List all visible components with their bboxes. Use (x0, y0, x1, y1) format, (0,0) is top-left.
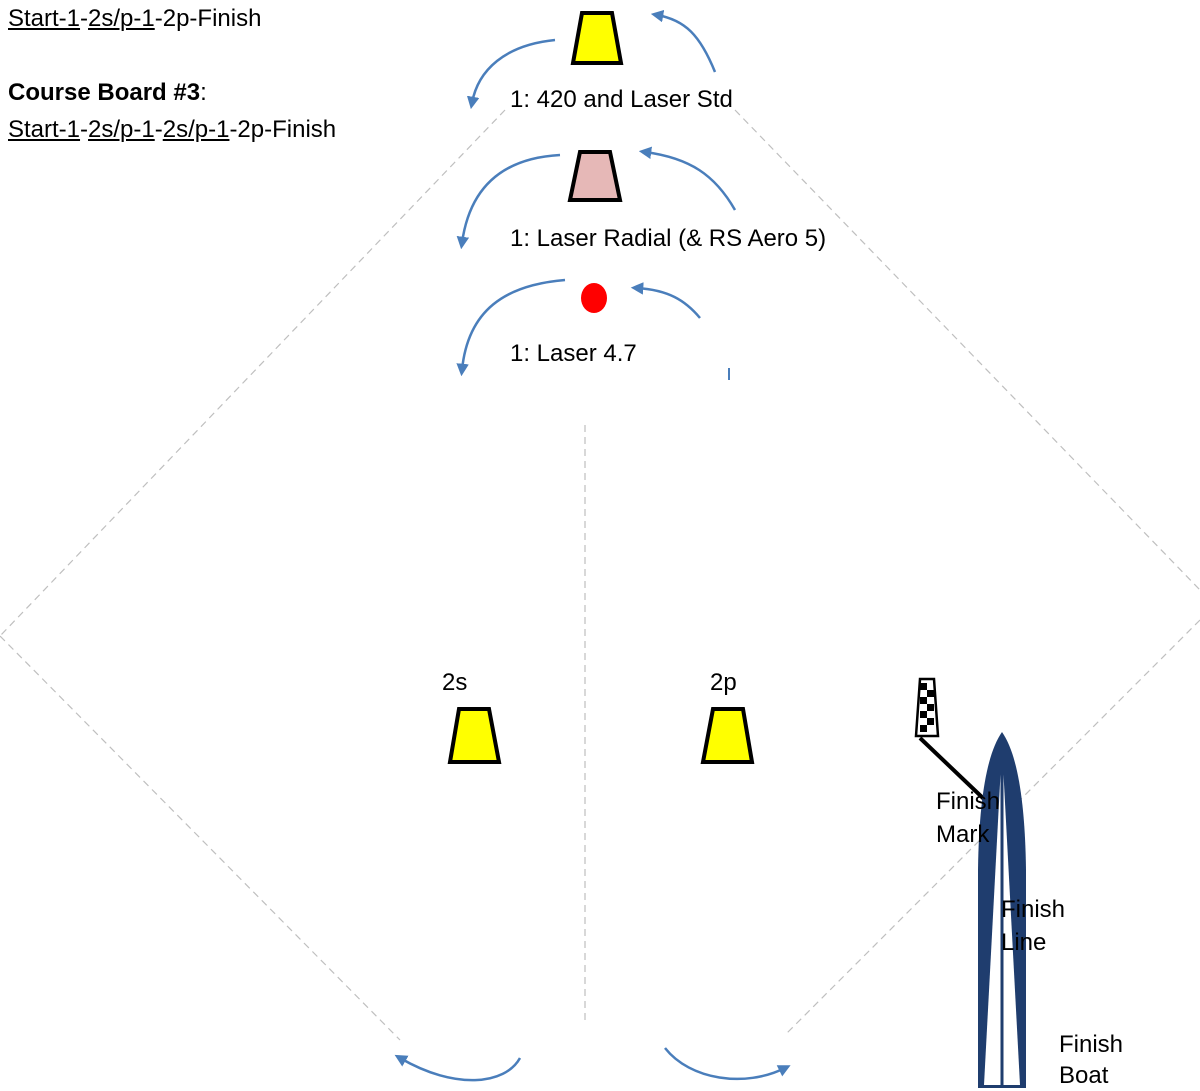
label-mark-middle: 1: Laser Radial (& RS Aero 5) (510, 225, 827, 252)
arrow-top-left (466, 38, 556, 110)
label-finish-line-2: Line (1001, 929, 1047, 956)
mark-gate-s (447, 707, 502, 764)
guide-line-left-upper (0, 109, 506, 637)
label-gate-p: 2p (710, 669, 737, 696)
course-board-3-label: Course Board #3 (8, 79, 201, 106)
label-finish-boat-1: Finish (1059, 1031, 1124, 1058)
arrow-middle-right (638, 146, 737, 211)
rounding-arrows (394, 9, 791, 1082)
mark-gate-p (700, 707, 755, 764)
arrow-bottom-right (630, 282, 701, 319)
mark-top-yellow (570, 11, 624, 65)
mark-bottom-red (581, 283, 607, 313)
label-finish-boat-2: Boat (1059, 1062, 1109, 1089)
arrow-gate-p (664, 1047, 791, 1081)
label-finish-line-1: Finish (1001, 896, 1066, 923)
arrow-middle-left (456, 153, 561, 250)
label-finish-mark-1: Finish (936, 788, 1001, 815)
label-gate-s: 2s (442, 669, 468, 696)
label-mark-bottom: 1: Laser 4.7 (510, 340, 637, 367)
arrow-top-right (650, 9, 717, 73)
mark-middle-pink (567, 150, 623, 202)
course-line-1-start: Start-1 (8, 5, 81, 32)
label-finish-mark-2: Mark (936, 821, 990, 848)
course-line-3: Start-1-2s/p-1-2s/p-1-2p-Finish (8, 116, 337, 143)
course-line-1: Start-1-2s/p-1-2p-Finish (8, 5, 262, 32)
finish-boat (978, 732, 1026, 1088)
guide-line-left-lower (0, 635, 401, 1041)
arrow-gate-s (394, 1054, 522, 1082)
finish-mark-flag (914, 677, 940, 738)
finish-line (918, 736, 987, 802)
course-line-1-sp: 2s/p-1 (88, 5, 155, 32)
label-mark-top: 1: 420 and Laser Std (510, 86, 733, 113)
course-board-title: Course Board #3: (8, 79, 207, 106)
arrow-bottom-left (456, 278, 566, 377)
guide-line-right-upper (734, 109, 1200, 591)
